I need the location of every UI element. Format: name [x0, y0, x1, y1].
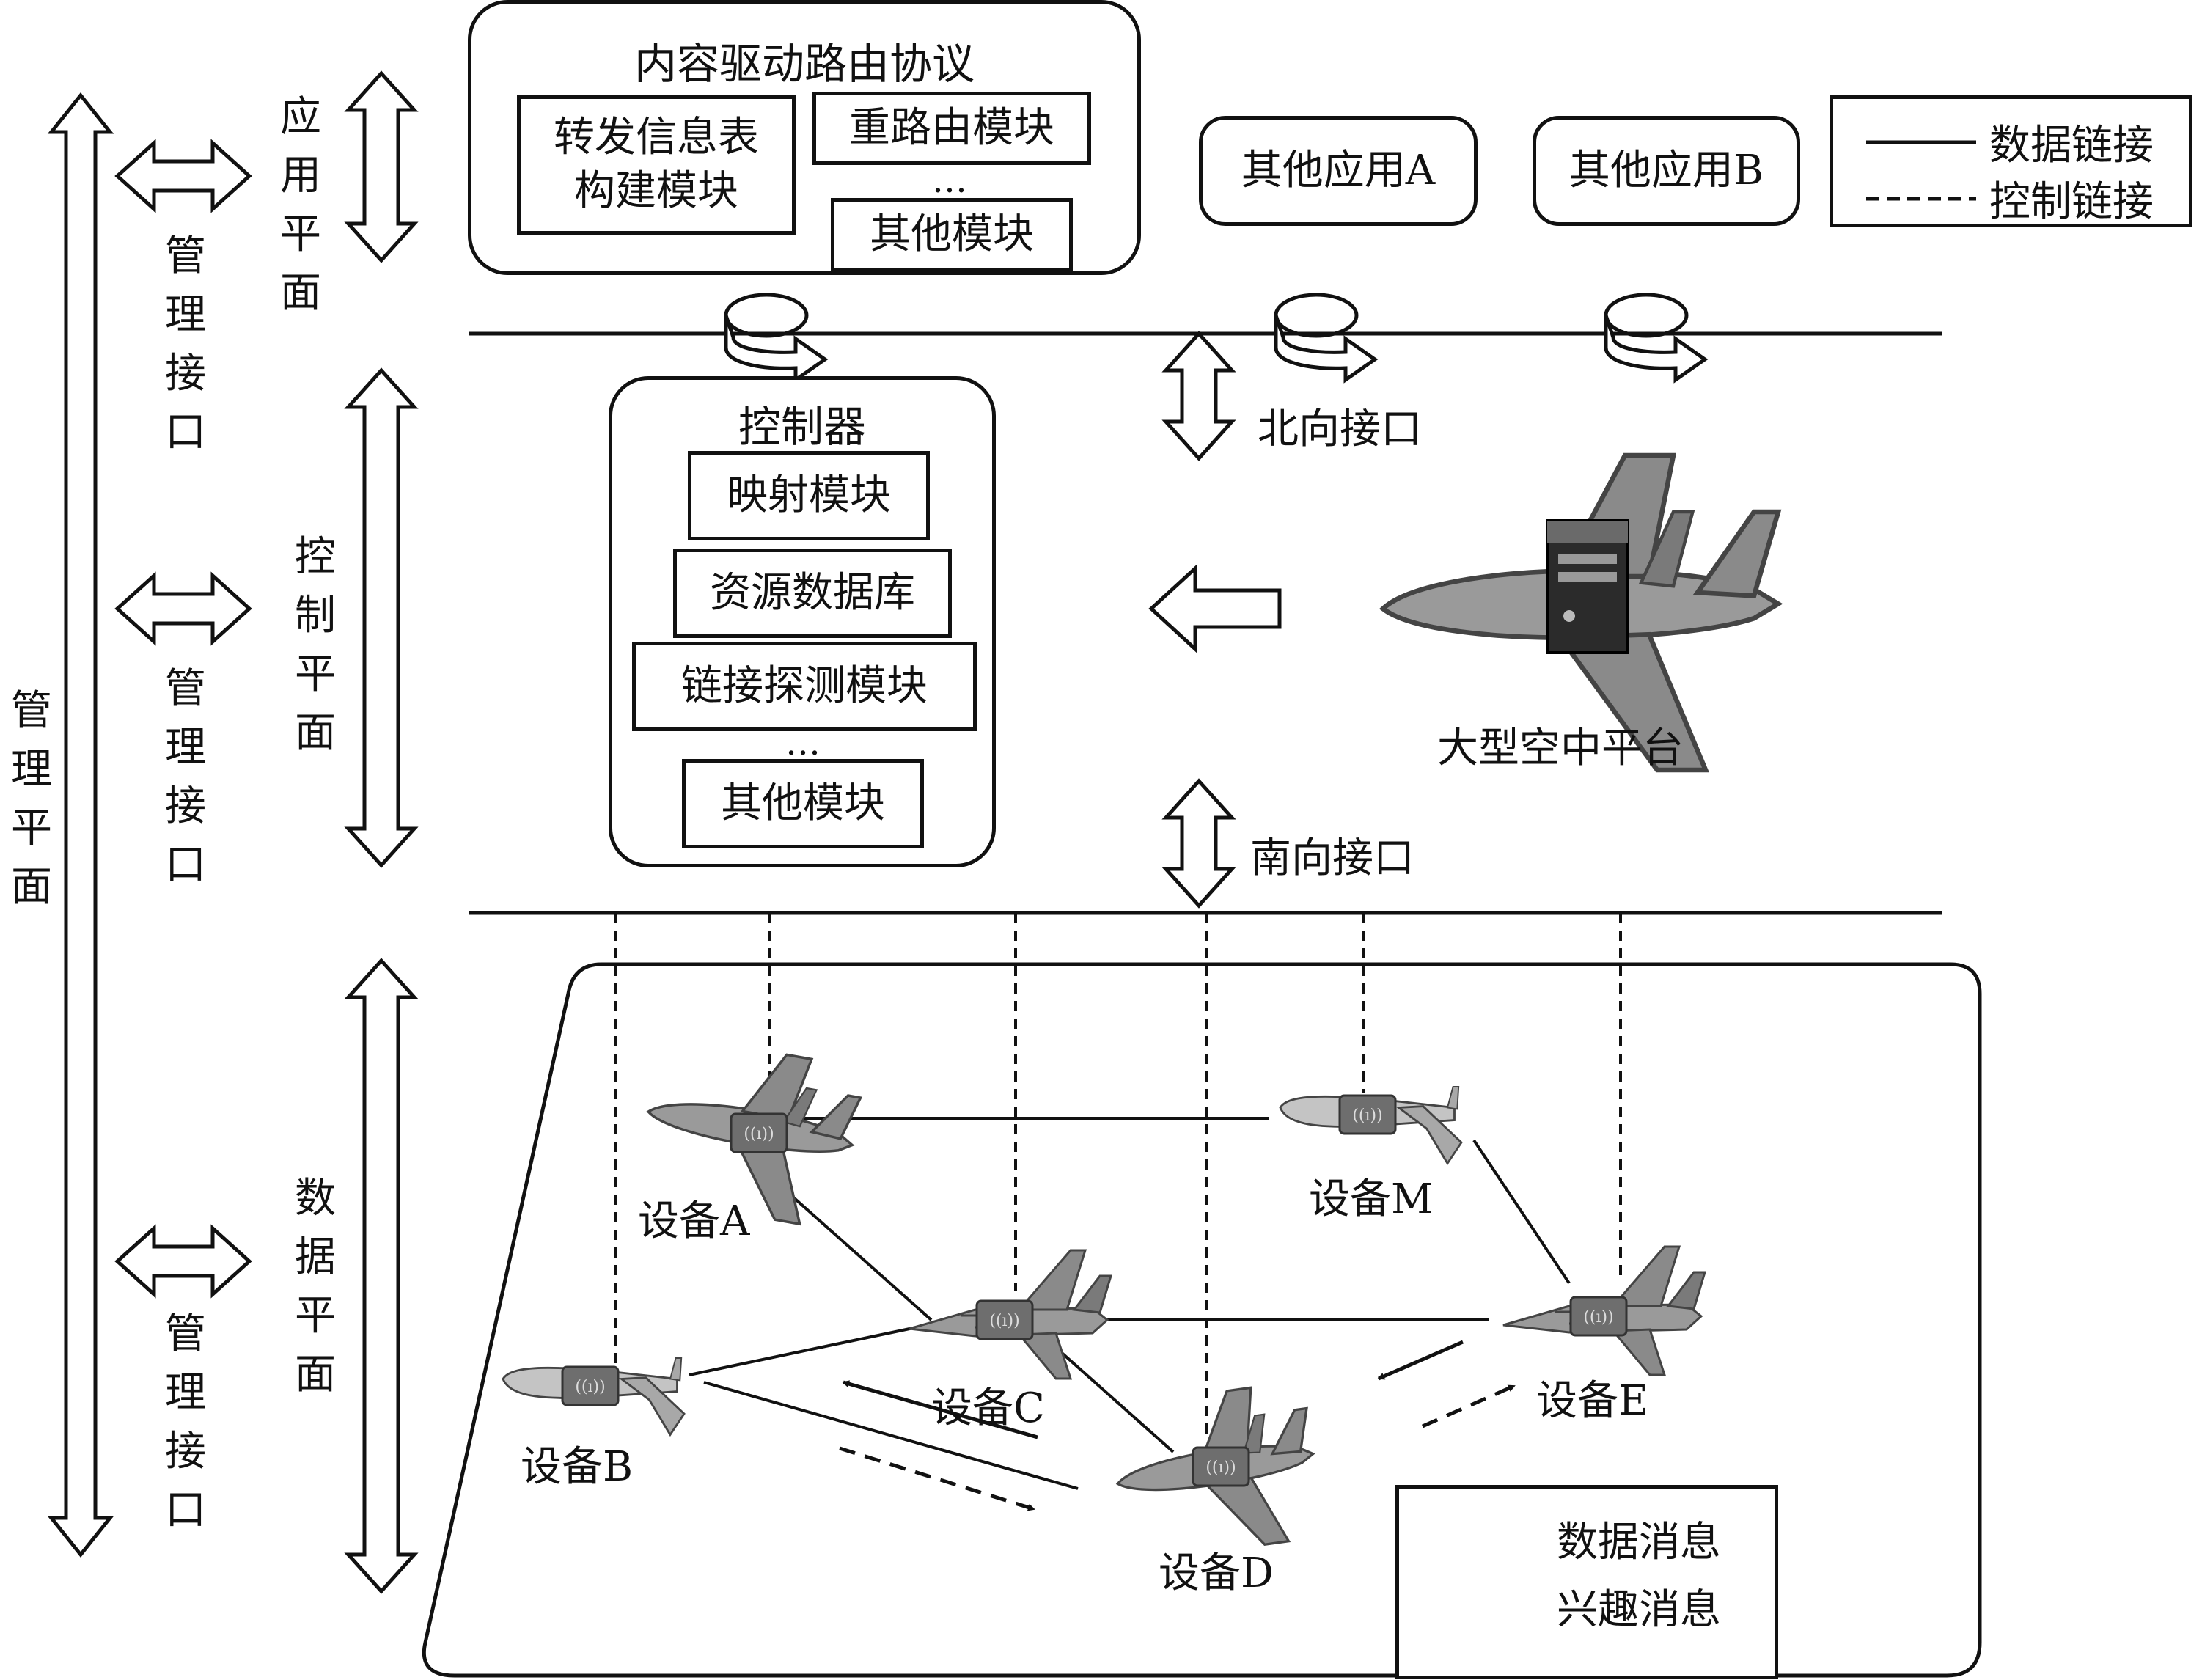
application-plane-label: 应 用 平 面: [280, 93, 321, 317]
controller-title: 控制器: [738, 402, 866, 452]
device-c-module-icon: [975, 1299, 1034, 1340]
data-links: [689, 1117, 1571, 1490]
mgmt-interface-label-app: 管 理 接 口: [165, 232, 206, 456]
device-e-label: 设备E: [1536, 1377, 1648, 1425]
legend-interest-msg-label: 兴趣消息: [1557, 1586, 1721, 1634]
resource-db-box: 资源数据库: [673, 549, 952, 638]
device-m-module-icon: [1338, 1094, 1397, 1135]
legend-control-link: 控制链接: [1866, 169, 2154, 228]
controller-other-module-box: 其他模块: [682, 759, 924, 848]
device-a-module-icon: [730, 1112, 788, 1153]
north-interface-rotate-icon: [726, 295, 825, 380]
mgmt-interface-label-control: 管 理 接 口: [165, 665, 206, 889]
device-m-label: 设备M: [1309, 1175, 1434, 1223]
legend-data-link: 数据链接: [1866, 112, 2154, 172]
legend-control-link-label: 控制链接: [1989, 178, 2154, 226]
reroute-module-box: 重路由模块: [812, 92, 1091, 165]
device-a-label: 设备A: [638, 1197, 750, 1245]
link-legend: 数据链接 控制链接: [1830, 95, 2192, 227]
south-interface-arrow: [1161, 778, 1236, 909]
data-plane-boundary: [422, 962, 1982, 1678]
device-b-label: 设备B: [521, 1443, 634, 1491]
other-app-b-rotate-icon: [1606, 295, 1705, 380]
message-arrows: [839, 1340, 1516, 1511]
app-module-ellipsis: …: [932, 160, 972, 201]
legend-data-msg-label: 数据消息: [1557, 1519, 1721, 1566]
link-detect-module-box: 链接探测模块: [632, 642, 977, 731]
legend-dashed-line-icon: [1866, 197, 1976, 200]
app-other-module-box: 其他模块: [831, 198, 1073, 271]
device-d-label: 设备D: [1159, 1549, 1274, 1597]
other-app-a-box: 其他应用A: [1199, 116, 1478, 226]
controller-module-ellipsis: …: [785, 722, 825, 763]
plane-arrows: [344, 70, 419, 1594]
device-b-module-icon: [561, 1365, 620, 1406]
server-icon: [1546, 519, 1629, 654]
legend-data-link-label: 数据链接: [1989, 122, 2154, 169]
other-app-a-rotate-icon: [1276, 295, 1375, 380]
management-plane-label: 管 理 平 面: [11, 687, 52, 911]
north-interface-arrow: [1161, 331, 1236, 461]
data-plane-label: 数 据 平 面: [295, 1175, 336, 1398]
control-plane-label: 控 制 平 面: [295, 533, 336, 757]
management-plane-arrow: [47, 92, 114, 1558]
fib-module-box: 转发信息表 构建模块: [517, 95, 796, 235]
routing-protocol-title: 内容驱动路由协议: [634, 39, 975, 89]
device-d-module-icon: [1192, 1446, 1250, 1487]
device-e-module-icon: [1569, 1296, 1628, 1337]
north-interface-label: 北向接口: [1258, 406, 1422, 453]
other-app-b-box: 其他应用B: [1533, 116, 1800, 226]
south-interface-label: 南向接口: [1250, 835, 1414, 882]
aerial-platform-label: 大型空中平台: [1437, 725, 1684, 772]
mapping-module-box: 映射模块: [688, 451, 930, 540]
mgmt-interface-arrows: [114, 139, 252, 1299]
platform-to-controller-arrow: [1148, 564, 1282, 653]
mgmt-interface-label-data: 管 理 接 口: [165, 1310, 206, 1534]
legend-solid-line-icon: [1866, 140, 1976, 144]
device-c-label: 设备C: [931, 1384, 1045, 1432]
message-legend: 数据消息 兴趣消息: [1395, 1485, 1778, 1679]
